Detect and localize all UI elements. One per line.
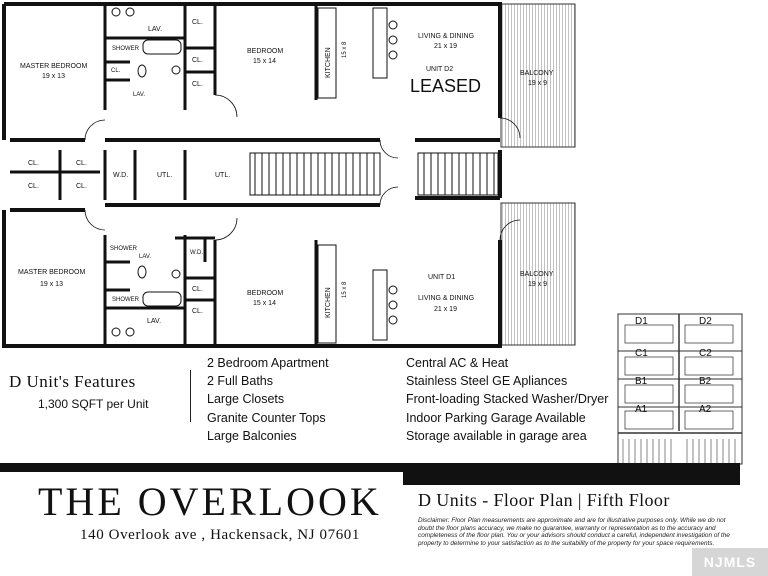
closet-corridor-1: CL.	[28, 160, 39, 167]
feature-item: Stainless Steel GE Apliances	[406, 374, 568, 389]
stack-unit-left: D1	[635, 316, 648, 327]
footer-title-bar	[403, 463, 740, 485]
mls-watermark: NJMLS	[692, 548, 768, 576]
balcony-bottom-dim: 19 x 9	[528, 281, 547, 288]
unit-d2-label: UNIT D2	[426, 66, 453, 73]
bedroom-bottom-dim: 15 x 14	[253, 300, 276, 307]
closet-bottom-1: CL.	[192, 286, 203, 293]
closet-top-2: CL.	[192, 57, 203, 64]
features-subtitle: 1,300 SQFT per Unit	[38, 397, 149, 411]
bedroom-bottom-label: BEDROOM	[247, 290, 283, 297]
feature-item: Large Balconies	[207, 428, 297, 443]
balcony-bottom	[500, 202, 576, 346]
stack-unit-left: C1	[635, 348, 648, 359]
kitchen-bottom-label: KITCHEN	[325, 287, 332, 318]
lav-bottom-1: LAV.	[139, 254, 151, 260]
feature-item: 2 Bedroom Apartment	[207, 356, 329, 370]
feature-item: Storage available in garage area	[406, 428, 587, 443]
feature-item: Large Closets	[207, 392, 285, 407]
lav-top-2: LAV.	[133, 92, 145, 98]
kitchen-top-label: KITCHEN	[325, 47, 332, 78]
lav-top-1: LAV.	[148, 26, 162, 33]
stack-unit-right: C2	[699, 348, 712, 359]
master-bedroom-bottom-label: MASTER BEDROOM	[18, 269, 85, 276]
lav-bottom-2: LAV.	[147, 318, 161, 325]
feature-item: Indoor Parking Garage Available	[406, 410, 586, 425]
master-bedroom-top-label: MASTER BEDROOM	[20, 63, 87, 70]
closet-corridor-3: CL.	[28, 183, 39, 190]
stack-unit-right: B2	[699, 376, 712, 387]
features-divider	[190, 370, 191, 422]
stack-unit-right: A2	[699, 404, 712, 415]
closet-corridor-4: CL.	[76, 183, 87, 190]
shower-bottom-1: SHOWER	[110, 246, 138, 252]
feature-item: Front-loading Stacked Washer/Dryer	[406, 392, 609, 407]
building-stack-diagram: D1 C1 B1 A1 D2 C2 B2 A2	[617, 313, 743, 465]
feature-item: Granite Counter Tops	[207, 410, 326, 425]
closet-corridor-2: CL.	[76, 160, 87, 167]
balcony-bottom-label: BALCONY	[520, 271, 554, 278]
shower-bottom-2: SHOWER	[112, 297, 140, 303]
living-top-label: LIVING & DINING	[418, 33, 474, 40]
closet-top-3: CL.	[192, 81, 203, 88]
floor-plan: MASTER BEDROOM 19 x 13 LAV. CL. CL. CL. …	[2, 2, 576, 348]
living-top-dim: 21 x 19	[434, 43, 457, 50]
unit-d1-label: UNIT D1	[428, 274, 455, 281]
bedroom-top-dim: 15 x 14	[253, 58, 276, 65]
balcony-top-dim: 19 x 9	[528, 80, 547, 87]
living-bottom-label: LIVING & DINING	[418, 295, 474, 302]
footer-divider-bar	[0, 463, 740, 472]
leased-label: LEASED	[410, 76, 481, 96]
disclaimer-text: Disclaimer: Floor Plan measurements are …	[418, 517, 730, 547]
utl-corridor-1: UTL.	[157, 172, 172, 179]
wd-bottom: W.D.	[190, 250, 203, 256]
plan-title: D Units - Floor Plan | Fifth Floor	[418, 490, 670, 510]
shower-top-1: SHOWER	[112, 46, 140, 52]
features-column-2: Central AC & Heat Stainless Steel GE Apl…	[406, 354, 608, 445]
feature-item: 2 Full Baths	[207, 374, 274, 389]
kitchen-bottom-dim: 15 x 8	[342, 281, 348, 298]
feature-item: Central AC & Heat	[406, 356, 509, 370]
bedroom-top-label: BEDROOM	[247, 48, 283, 55]
closet-top-1: CL.	[192, 19, 203, 26]
stack-unit-right: D2	[699, 316, 712, 327]
stack-unit-left: B1	[635, 376, 648, 387]
building-name: THE OVERLOOK	[38, 479, 382, 524]
master-bedroom-bottom-dim: 19 x 13	[40, 281, 63, 288]
master-bedroom-top-dim: 19 x 13	[42, 73, 65, 80]
features-column-1: 2 Bedroom Apartment 2 Full Baths Large C…	[207, 354, 329, 445]
stack-unit-left: A1	[635, 404, 648, 415]
building-address: 140 Overlook ave , Hackensack, NJ 07601	[80, 527, 360, 543]
wd-corridor: W.D.	[113, 172, 128, 179]
features-title: D Unit's Features	[9, 372, 136, 391]
balcony-top-label: BALCONY	[520, 70, 554, 77]
closet-top-bath: CL.	[111, 68, 121, 74]
utl-corridor-2: UTL.	[215, 172, 230, 179]
closet-bottom-2: CL.	[192, 308, 203, 315]
kitchen-top-dim: 15 x 8	[342, 41, 348, 58]
living-bottom-dim: 21 x 19	[434, 306, 457, 313]
